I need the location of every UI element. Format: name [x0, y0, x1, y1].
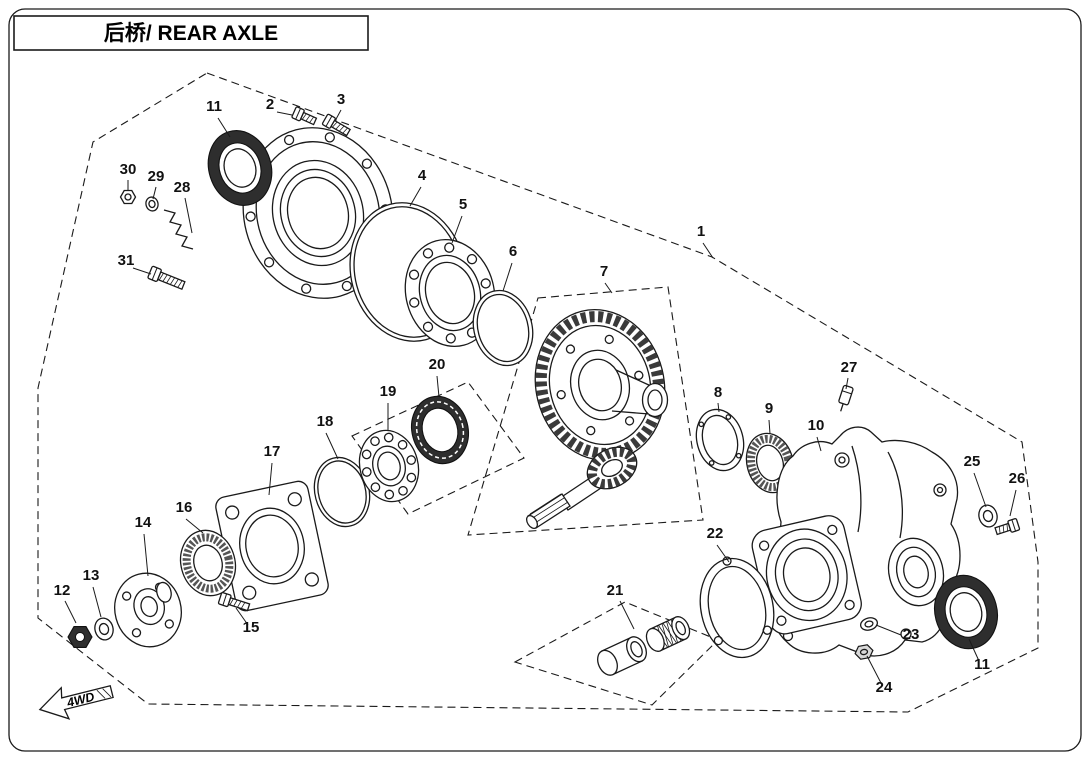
part-10-gear-case [751, 426, 961, 657]
part-label-3: 3 [337, 91, 345, 108]
part-22-gasket [699, 556, 775, 659]
part-16-bearing [179, 529, 237, 597]
part-label-28: 28 [174, 179, 191, 196]
part-20-lock-ring [411, 395, 469, 465]
part-label-7: 7 [600, 263, 608, 280]
part-label-14: 14 [135, 514, 152, 531]
part-label-8: 8 [714, 384, 722, 401]
part-12-nut [67, 626, 93, 648]
part-label-13: 13 [83, 567, 100, 584]
4wd-direction-arrow: 4WD [38, 685, 114, 720]
part-11-oil-seal-rear [934, 574, 998, 650]
part-label-1: 1 [697, 223, 705, 240]
4wd-arrow-label: 4WD [65, 690, 96, 711]
part-labels: 1 2 3 4 5 6 7 8 9 10 11 11 12 13 14 15 1… [54, 91, 1026, 696]
part-label-4: 4 [418, 167, 427, 184]
part-2-bolt [291, 106, 318, 126]
part-label-23: 23 [903, 626, 920, 643]
part-11-oil-seal-front [207, 130, 273, 206]
part-label-12: 12 [54, 582, 71, 599]
part-26-plug-bolt [994, 518, 1021, 536]
assembly-boundary-dashed [37, 72, 1039, 713]
part-14-hub-flange [114, 572, 182, 648]
part-label-27: 27 [841, 359, 858, 376]
part-label-20: 20 [429, 356, 446, 373]
part-30-nut [119, 189, 137, 205]
part-25-seal-washer [978, 504, 998, 528]
part-27-breather [838, 384, 854, 412]
part-7-crown-gear [534, 308, 669, 462]
part-label-24: 24 [876, 679, 893, 696]
part-19-ball-bearing [358, 429, 420, 503]
page-title: 后桥/ REAR AXLE [104, 21, 278, 45]
part-label-22: 22 [707, 525, 724, 542]
page-border [8, 8, 1082, 752]
part-29-washer [145, 196, 159, 212]
part-label-5: 5 [459, 196, 467, 213]
part-label-21: 21 [607, 582, 624, 599]
part-label-18: 18 [317, 413, 334, 430]
part-8-shim [695, 408, 745, 472]
part-3-bolt [321, 113, 352, 137]
part-6-shim-ring [472, 289, 534, 367]
part-label-11-right: 11 [974, 656, 990, 673]
part-21-bushings [597, 616, 691, 676]
part-label-16: 16 [176, 499, 193, 516]
part-7-pinion-shaft [525, 446, 638, 530]
part-label-19: 19 [380, 383, 397, 400]
part-28-spring [163, 209, 194, 250]
part-label-10: 10 [808, 417, 825, 434]
part-label-17: 17 [264, 443, 281, 460]
part-18-o-ring [313, 456, 371, 528]
part-label-29: 29 [148, 168, 165, 185]
part-24-nut [854, 644, 874, 660]
part-15-bolt [217, 592, 251, 612]
part-23-washer [859, 617, 879, 631]
leader-lines [64, 109, 1017, 684]
part-13-washer [94, 617, 114, 641]
part-label-11-left: 11 [206, 98, 222, 115]
part-label-26: 26 [1009, 470, 1026, 487]
part-17-bearing-bracket [215, 480, 329, 612]
title-box: 后桥/ REAR AXLE [13, 15, 369, 51]
part-5-ball-bearing [404, 238, 496, 348]
part-label-6: 6 [509, 243, 517, 260]
part-label-30: 30 [120, 161, 137, 178]
part-label-9: 9 [765, 400, 773, 417]
part-label-2: 2 [266, 96, 274, 113]
subassembly-box-crown-gear [467, 286, 704, 536]
part-label-25: 25 [964, 453, 981, 470]
part-label-31: 31 [118, 252, 135, 269]
part-31-bolt [147, 265, 186, 291]
part-label-15: 15 [243, 619, 260, 636]
